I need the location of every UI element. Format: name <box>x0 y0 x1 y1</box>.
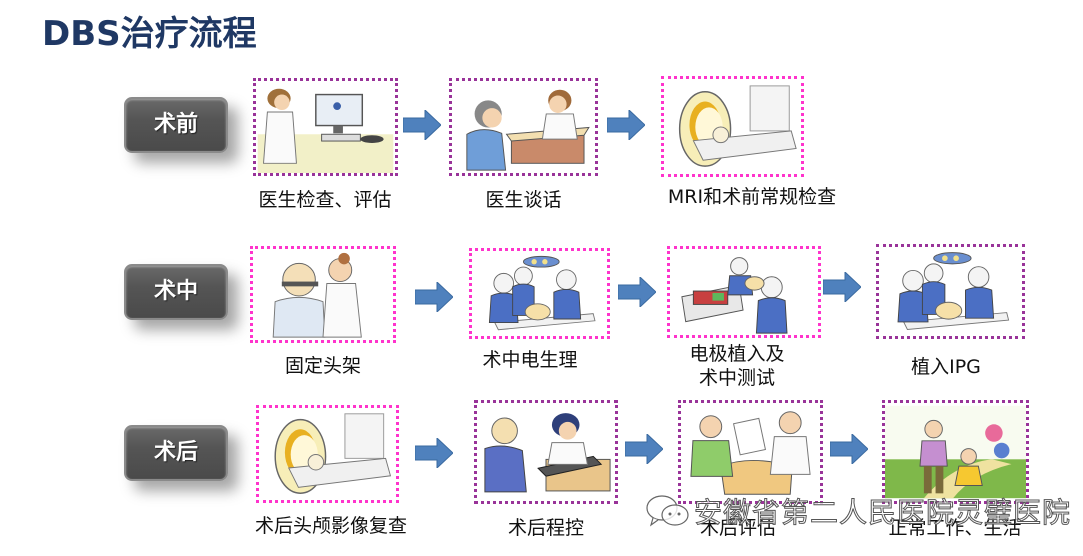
step-label: 医生谈话 <box>485 189 562 211</box>
step-label: 医生检查、评估 <box>258 189 392 211</box>
mri-scanner-illustration <box>259 408 396 500</box>
watermark-text: 安徽省第二人民医院灵璧医院 <box>693 496 1072 530</box>
wechat-icon <box>646 495 689 527</box>
doctor-at-computer-illustration <box>256 81 395 173</box>
step-label: 固定头架 <box>284 355 361 377</box>
stage-label-postop: 术后 <box>124 425 228 481</box>
surgical-team-illustration <box>472 251 607 336</box>
arrow-right-icon <box>403 110 441 140</box>
step-image-evaluation <box>678 400 823 504</box>
step-image-mri <box>661 76 804 177</box>
step-label: 术后头颅影像复查 <box>255 515 408 537</box>
step-label-line2: 术中测试 <box>698 367 775 389</box>
arrow-right-icon <box>823 272 861 302</box>
step-image-electrophysiology <box>469 248 610 339</box>
arrow-right-icon <box>607 110 645 140</box>
step-label: 术后评估 <box>699 517 776 539</box>
step-image-doctor-talk <box>449 78 598 176</box>
stage-label-text: 术后 <box>153 440 198 465</box>
doctor-patient-conversation-illustration <box>452 81 595 173</box>
step-image-postop-imaging <box>256 405 399 503</box>
step-label-line1: 电极植入及 <box>689 343 785 365</box>
mri-scanner-illustration <box>664 79 801 174</box>
family-park-walk-illustration <box>885 403 1026 501</box>
arrow-right-icon <box>415 282 453 312</box>
step-image-normal-life <box>882 400 1029 504</box>
step-image-programming <box>474 400 618 504</box>
stage-label-text: 术前 <box>153 112 198 137</box>
step-label: 正常工作、生活 <box>888 517 1022 539</box>
head-frame-fixation-illustration <box>253 249 393 340</box>
surgical-team-illustration <box>879 247 1022 336</box>
evaluation-meeting-illustration <box>681 403 820 501</box>
programming-session-illustration <box>477 403 615 501</box>
stage-label-preop: 术前 <box>124 97 228 153</box>
step-image-doctor-exam <box>253 78 398 176</box>
page-title: DBS治疗流程 <box>42 14 257 54</box>
arrow-right-icon <box>625 434 663 464</box>
stage-label-intraop: 术中 <box>124 264 228 320</box>
arrow-right-icon <box>415 438 453 468</box>
step-label: 植入IPG <box>911 356 981 378</box>
arrow-right-icon <box>830 434 868 464</box>
arrow-right-icon <box>618 277 656 307</box>
step-label: 术中电生理 <box>482 349 578 371</box>
step-image-ipg-implant <box>876 244 1025 339</box>
step-image-electrode-implant <box>667 246 821 338</box>
step-label: 术后程控 <box>507 517 584 539</box>
step-label: MRI和术前常规检查 <box>667 186 837 208</box>
stage-label-text: 术中 <box>153 279 198 304</box>
electrode-testing-illustration <box>670 249 818 335</box>
step-image-head-frame <box>250 246 396 343</box>
